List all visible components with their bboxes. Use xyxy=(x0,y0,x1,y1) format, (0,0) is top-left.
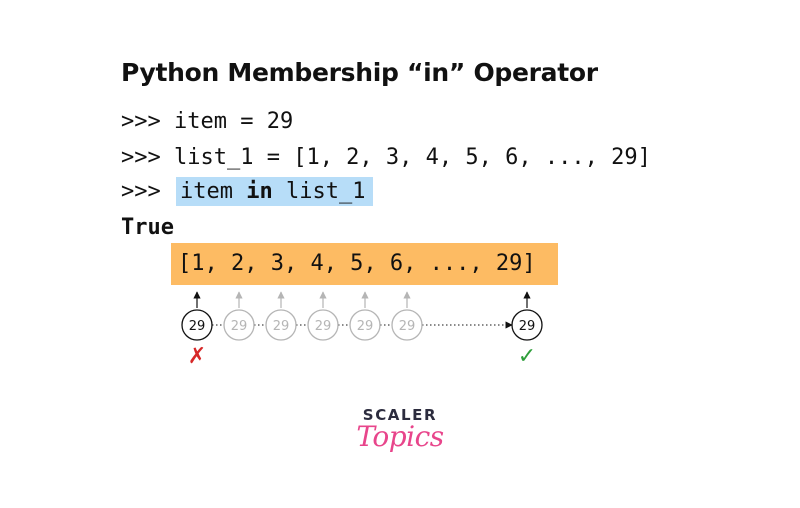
expr-item: item xyxy=(180,179,233,204)
logo-topics: Topics xyxy=(356,420,444,453)
prompt: >>> xyxy=(121,145,161,170)
fail-icon: ✗ xyxy=(188,344,206,369)
list-display: [1, 2, 3, 4, 5, 6, ..., 29] xyxy=(171,243,558,285)
code-line-list-assignment: >>> list_1 = [1, 2, 3, 4, 5, 6, ..., 29] xyxy=(121,143,651,173)
search-value-circle xyxy=(391,309,423,341)
result-output: True xyxy=(121,215,174,240)
search-value-label: 29 xyxy=(231,319,248,334)
search-value-label: 29 xyxy=(357,319,374,334)
search-value-circle xyxy=(265,309,297,341)
prompt: >>> xyxy=(121,179,161,204)
code-text: item = 29 xyxy=(174,109,294,134)
in-keyword: in xyxy=(246,179,273,204)
search-value-label: 29 xyxy=(399,319,416,334)
code-line-item-assignment: >>> item = 29 xyxy=(121,107,293,137)
search-value-circle xyxy=(223,309,255,341)
search-value-label: 29 xyxy=(189,319,206,334)
page-title: Python Membership “in” Operator xyxy=(121,58,598,87)
code-text: list_1 = [1, 2, 3, 4, 5, 6, ..., 29] xyxy=(174,145,651,170)
search-value-circle xyxy=(307,309,339,341)
search-value-label: 29 xyxy=(273,319,290,334)
code-line-membership-test: >>> item in list_1 xyxy=(121,177,374,207)
search-value-circle xyxy=(349,309,381,341)
search-value-circle xyxy=(511,309,543,341)
logo-scaler: SCALER xyxy=(362,406,438,424)
search-value-circle xyxy=(181,309,213,341)
prompt: >>> xyxy=(121,109,161,134)
highlighted-expression: item in list_1 xyxy=(176,177,374,206)
success-icon: ✓ xyxy=(518,344,536,369)
expr-target: list_1 xyxy=(285,179,366,204)
search-value-label: 29 xyxy=(315,319,332,334)
search-value-label: 29 xyxy=(519,319,536,334)
